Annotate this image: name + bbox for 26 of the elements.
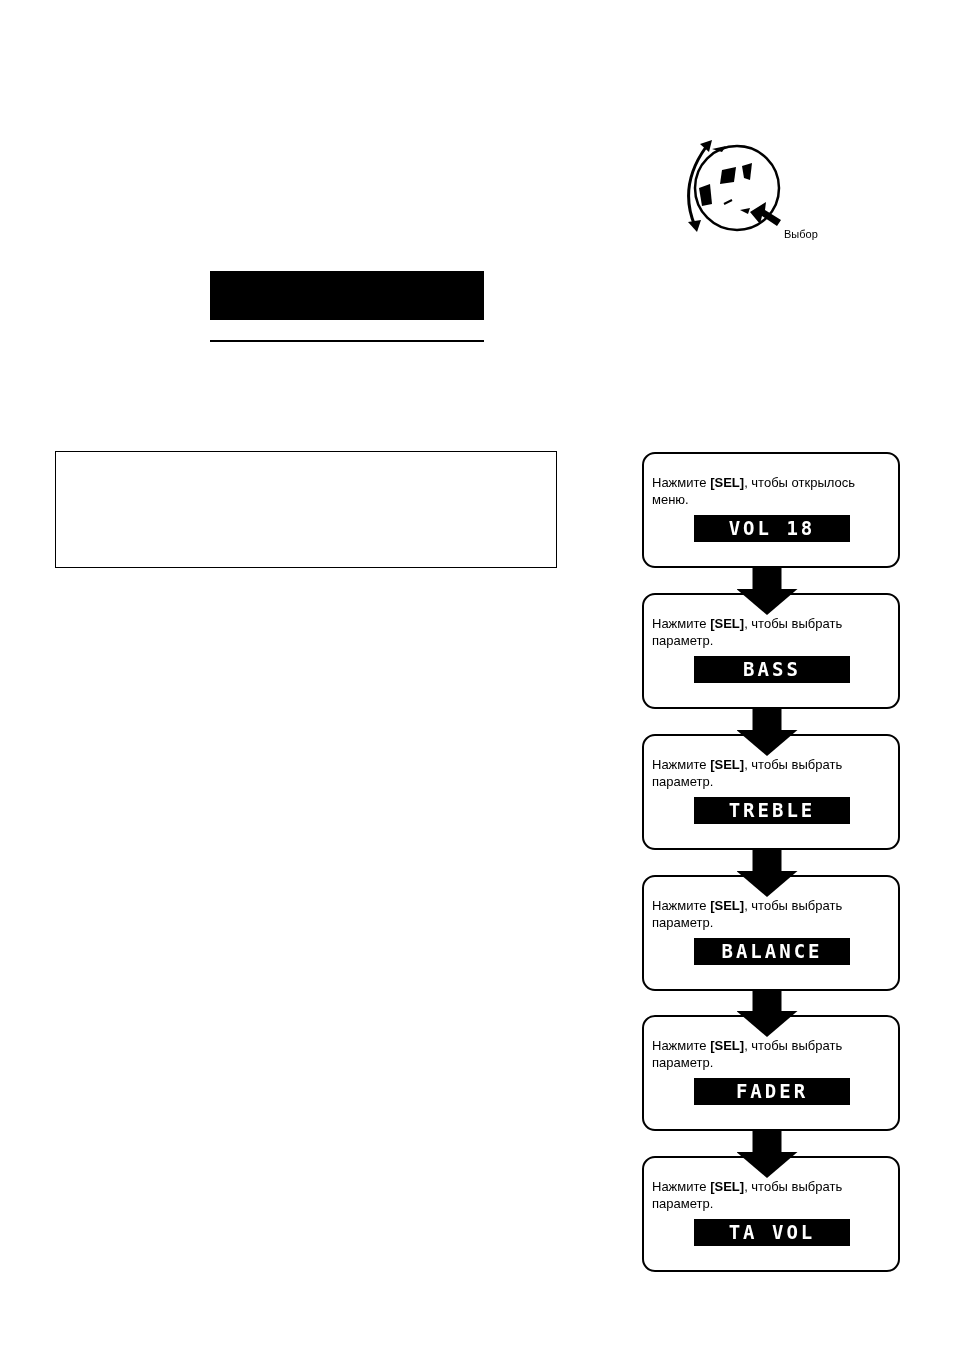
- instruction-text: Нажмите [SEL], чтобы выбрать параметр.: [652, 615, 844, 649]
- step-box: [642, 1015, 900, 1131]
- instruction-text: Нажмите [SEL], чтобы выбрать параметр.: [652, 1178, 844, 1212]
- flow-arrow: [736, 850, 798, 897]
- empty-panel: [55, 451, 557, 568]
- display-readout: TA VOL: [694, 1219, 850, 1246]
- display-readout: BASS: [694, 656, 850, 683]
- display-readout: BALANCE: [694, 938, 850, 965]
- step-box: [642, 1156, 900, 1272]
- instruction-text: Нажмите [SEL], чтобы выбрать параметр.: [652, 756, 844, 790]
- instruction-text: Нажмите [SEL], чтобы выбрать параметр.: [652, 1037, 844, 1071]
- flow-arrow: [736, 568, 798, 615]
- display-readout: FADER: [694, 1078, 850, 1105]
- step-box: [642, 452, 900, 568]
- instruction-text: Нажмите [SEL], чтобы выбрать параметр.: [652, 897, 844, 931]
- flow-arrow: [736, 709, 798, 756]
- display-readout: TREBLE: [694, 797, 850, 824]
- step-box: [642, 734, 900, 850]
- heading-bar: [210, 271, 484, 320]
- instruction-text: Нажмите [SEL], чтобы открылось меню.: [652, 474, 856, 508]
- control-label: Выбор: [784, 228, 818, 241]
- display-readout: VOL 18: [694, 515, 850, 542]
- step-box: [642, 593, 900, 709]
- flow-arrow: [736, 991, 798, 1037]
- flow-arrow: [736, 1131, 798, 1178]
- step-box: [642, 875, 900, 991]
